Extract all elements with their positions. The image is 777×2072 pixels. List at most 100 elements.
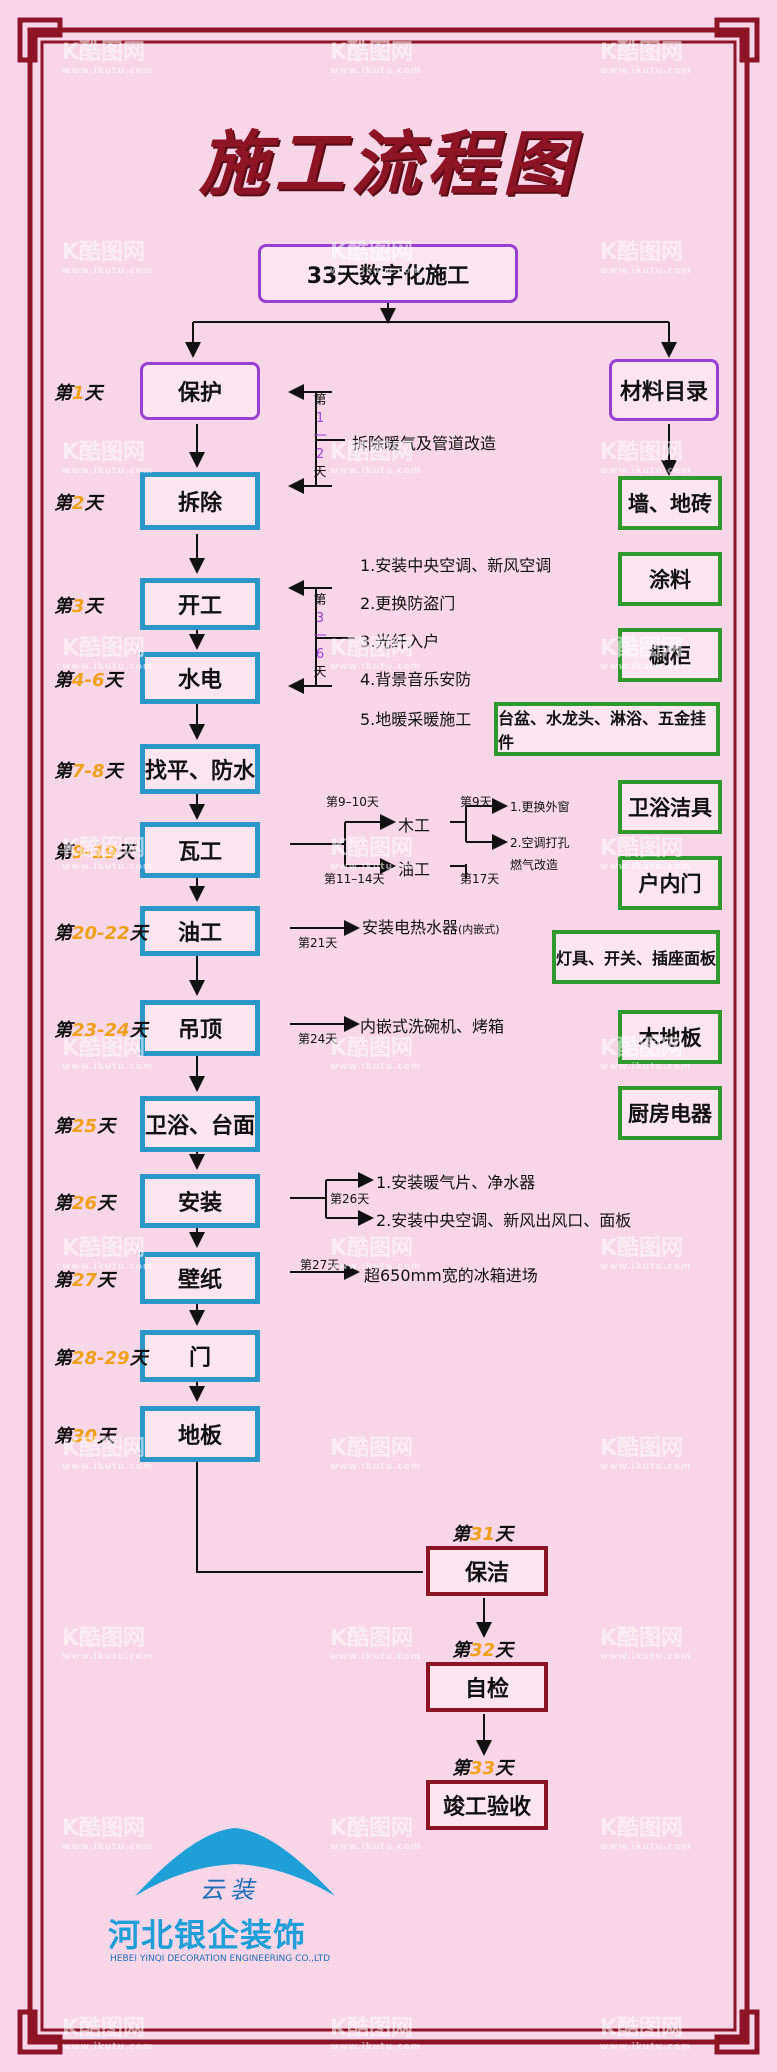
day-number: 26 xyxy=(72,1193,98,1214)
day-suffix: 天 xyxy=(129,1020,148,1041)
startup-item: 1.安装中央空调、新风空调 xyxy=(360,556,552,575)
step-day-label: 第28-29天 xyxy=(54,1344,148,1370)
logo-company-name: 河北银企装饰 xyxy=(108,1916,307,1954)
day-prefix: 第 xyxy=(54,842,72,863)
logo-small-text: 云装 xyxy=(200,1876,260,1904)
day-number: 23-24 xyxy=(72,1020,130,1041)
day-prefix: 第 xyxy=(54,1426,72,1447)
material-item: 涂料 xyxy=(618,552,722,606)
day-prefix: 第 xyxy=(54,1193,72,1214)
logo-english-name: HEBEI YINQI DECORATION ENGINEERING CO.,L… xyxy=(110,1954,331,1964)
day-number: 33 xyxy=(470,1758,496,1779)
day-suffix: 天 xyxy=(97,1426,116,1447)
day-number: 1 xyxy=(72,383,85,404)
step-box: 壁纸 xyxy=(140,1252,260,1304)
day24-label: 第24天 xyxy=(298,1032,338,1046)
final-day-label: 第33天 xyxy=(452,1754,513,1780)
material-item: 厨房电器 xyxy=(618,1086,722,1140)
tile-day-label: 第11–14天 xyxy=(324,872,385,886)
day-suffix: 天 xyxy=(97,1193,116,1214)
day-number: 31 xyxy=(470,1524,496,1545)
step-box: 保护 xyxy=(140,362,260,420)
startup-item: 3.光纤入户 xyxy=(360,632,440,651)
final-step-box: 保洁 xyxy=(426,1546,548,1596)
step-box: 卫浴、台面 xyxy=(140,1096,260,1152)
day-number: 7-8 xyxy=(72,761,105,782)
step-day-label: 第4-6天 xyxy=(54,666,123,692)
mountain-icon xyxy=(135,1828,335,1896)
step-box: 开工 xyxy=(140,578,260,630)
day-suffix: 天 xyxy=(129,1348,148,1369)
step-box: 瓦工 xyxy=(140,822,260,878)
step-day-label: 第1天 xyxy=(54,379,103,405)
step-day-label: 第23-24天 xyxy=(54,1016,148,1042)
day27-label: 第27天 xyxy=(300,1258,340,1272)
day-prefix: 第 xyxy=(452,1758,470,1779)
material-item: 户内门 xyxy=(618,856,722,910)
step-box: 水电 xyxy=(140,652,260,704)
heater-note: 安装电热水器(内嵌式) xyxy=(362,918,500,937)
day-number: 32 xyxy=(470,1640,496,1661)
startup-item: 4.背景音乐安防 xyxy=(360,670,472,689)
company-logo: 云装 河北银企装饰 HEBEI YINQI DECORATION ENGINEE… xyxy=(100,1826,370,1976)
day-suffix: 天 xyxy=(84,596,103,617)
day-prefix: 第 xyxy=(54,1270,72,1291)
step-day-label: 第9-19天 xyxy=(54,838,135,864)
day-number: 4-6 xyxy=(72,670,105,691)
step-day-label: 第2天 xyxy=(54,489,103,515)
day-suffix: 天 xyxy=(104,670,123,691)
startup-item: 5.地暖采暖施工 xyxy=(360,710,472,729)
step-day-label: 第3天 xyxy=(54,592,103,618)
step-box: 油工 xyxy=(140,906,260,956)
day-prefix: 第 xyxy=(54,383,72,404)
fridge-note: 超650mm宽的冰箱进场 xyxy=(364,1266,538,1285)
paint-day-label: 第17天 xyxy=(460,872,500,886)
day-suffix: 天 xyxy=(495,1640,514,1661)
step-box: 门 xyxy=(140,1330,260,1382)
day-suffix: 天 xyxy=(495,1758,514,1779)
day-suffix: 天 xyxy=(97,1116,116,1137)
material-item: 台盆、水龙头、淋浴、五金挂件 xyxy=(494,702,720,756)
day-prefix: 第 xyxy=(54,1020,72,1041)
day-number: 9-19 xyxy=(72,842,118,863)
day-prefix: 第 xyxy=(452,1524,470,1545)
day-prefix: 第 xyxy=(54,923,72,944)
day-number: 30 xyxy=(72,1426,98,1447)
final-step-box: 自检 xyxy=(426,1662,548,1712)
page-title: 施工流程图 xyxy=(198,123,579,205)
step-day-label: 第27天 xyxy=(54,1266,115,1292)
material-item: 墙、地砖 xyxy=(618,476,722,530)
day-prefix: 第 xyxy=(54,1348,72,1369)
final-step-box: 竣工验收 xyxy=(426,1780,548,1830)
day-suffix: 天 xyxy=(495,1524,514,1545)
material-item: 橱柜 xyxy=(618,628,722,682)
day-prefix: 第 xyxy=(54,493,72,514)
heating-demolish-note: 拆除暖气及管道改造 xyxy=(352,434,497,453)
step-day-label: 第25天 xyxy=(54,1112,115,1138)
step-day-label: 第30天 xyxy=(54,1422,115,1448)
